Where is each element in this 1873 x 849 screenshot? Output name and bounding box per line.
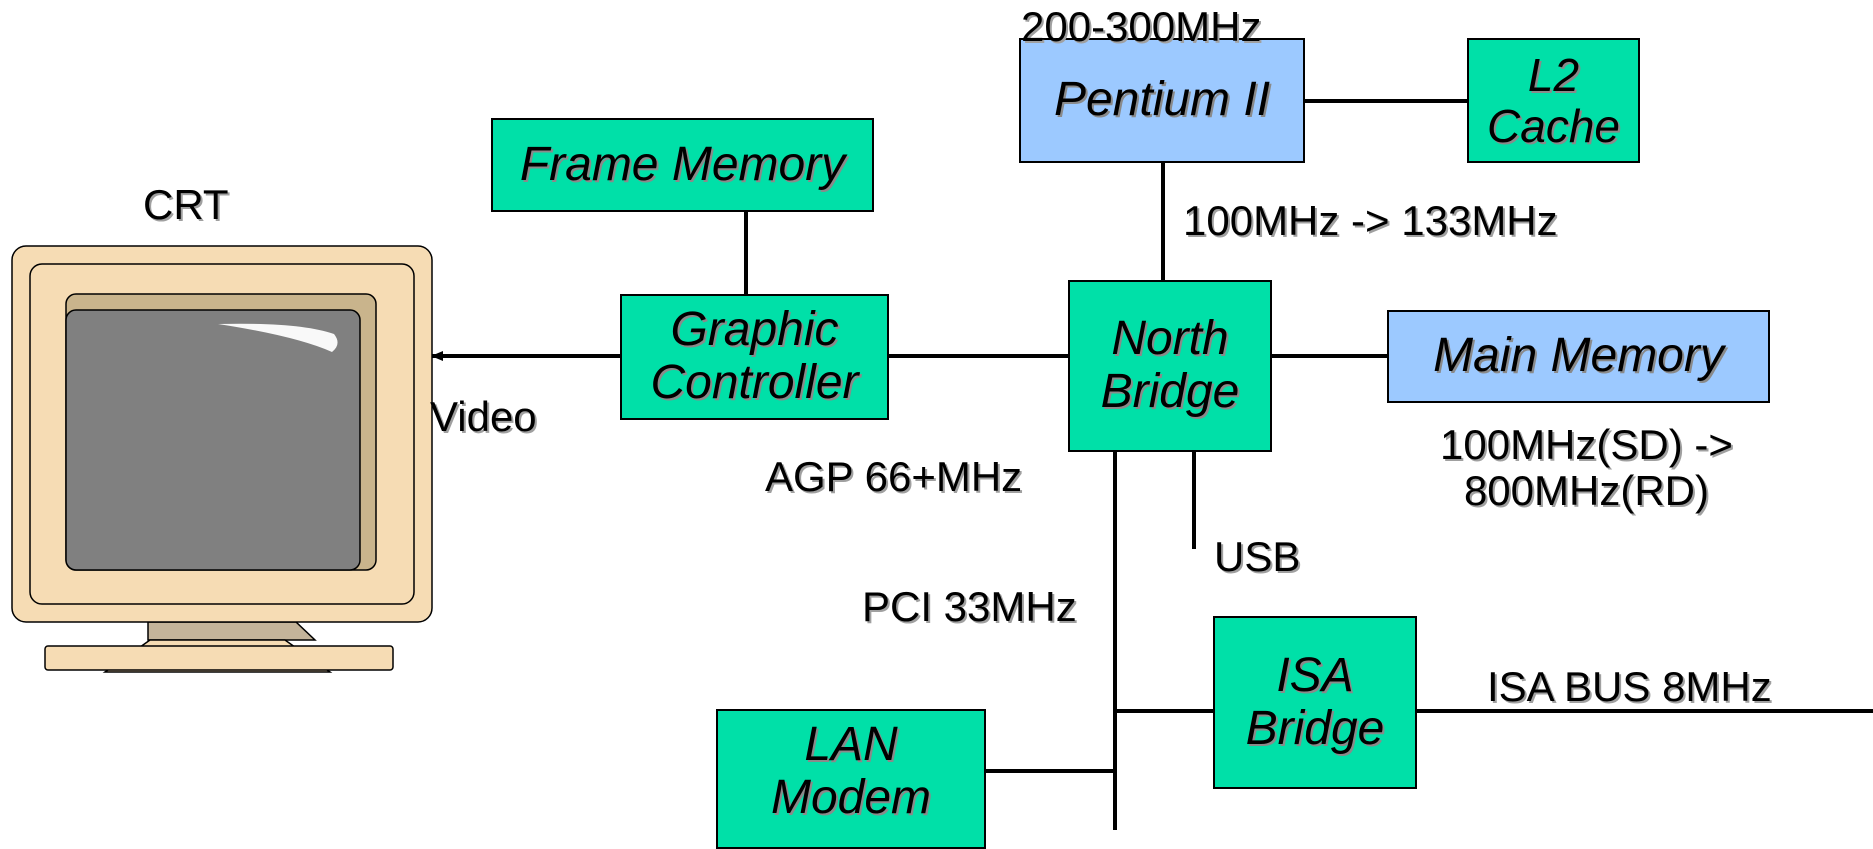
isa-bridge-label-line2: Bridge bbox=[1245, 701, 1385, 755]
isa-bridge-box: ISA Bridge bbox=[1213, 616, 1417, 789]
fsb-speed-label: 100MHz -> 133MHz bbox=[1183, 197, 1558, 244]
crt-label: CRT bbox=[143, 181, 229, 228]
north-bridge-label-line2: Bridge bbox=[1100, 365, 1240, 418]
graphic-controller-box: Graphic Controller bbox=[620, 294, 889, 420]
lan-modem-label-line2: Modem bbox=[770, 770, 932, 824]
lan-modem-box: LAN Modem bbox=[716, 709, 986, 849]
l2-cache-label-line2: Cache bbox=[1487, 99, 1620, 152]
memory-speed-label: 100MHz(SD) -> 800MHz(RD) bbox=[1440, 421, 1733, 515]
cpu-speed-label: 200-300MHz bbox=[1021, 3, 1262, 50]
l2-cache-label-line1: L2 bbox=[1527, 48, 1580, 101]
video-label: Video bbox=[430, 393, 537, 440]
crt-monitor-icon bbox=[11, 245, 433, 673]
pentium-ii-box: Pentium II bbox=[1019, 38, 1305, 163]
usb-label: USB bbox=[1214, 533, 1301, 580]
isa-bus-label: ISA BUS 8MHz bbox=[1487, 663, 1772, 710]
graphic-controller-label-line1: Graphic bbox=[670, 303, 839, 357]
agp-speed-label: AGP 66+MHz bbox=[765, 453, 1023, 500]
north-bridge-box: North Bridge bbox=[1068, 280, 1272, 452]
l2-cache-box: L2 Cache bbox=[1467, 38, 1640, 163]
graphic-controller-label-line2: Controller bbox=[650, 356, 859, 409]
bus-diagram-wires bbox=[11, 99, 1873, 830]
main-memory-box: Main Memory bbox=[1387, 310, 1770, 403]
memory-speed-line2: 800MHz(RD) bbox=[1463, 467, 1709, 515]
isa-bridge-label-line1: ISA bbox=[1276, 648, 1354, 702]
pci-speed-label: PCI 33MHz bbox=[862, 583, 1077, 630]
frame-memory-label: Frame Memory bbox=[519, 137, 846, 191]
north-bridge-label-line1: North bbox=[1111, 312, 1229, 366]
memory-speed-line1: 100MHz(SD) -> bbox=[1440, 421, 1733, 468]
frame-memory-box: Frame Memory bbox=[491, 118, 874, 212]
main-memory-label: Main Memory bbox=[1433, 329, 1724, 383]
lan-modem-label-line1: LAN bbox=[804, 718, 898, 771]
pentium-ii-label: Pentium II bbox=[1053, 73, 1271, 127]
